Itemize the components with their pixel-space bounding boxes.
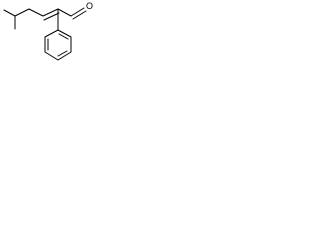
bond-methyl-1 bbox=[3, 9, 16, 17]
ring-double-bond-2 bbox=[57, 50, 68, 57]
bond-to-cho bbox=[57, 8, 72, 17]
ring-double-bond-1 bbox=[58, 33, 69, 40]
structure-canvas: O bbox=[0, 0, 109, 86]
bond-carbonyl-2 bbox=[72, 10, 87, 20]
bond-ch2-ch bbox=[28, 8, 44, 17]
bond-carbonyl-1 bbox=[70, 7, 85, 17]
oxygen-atom-label: O bbox=[86, 1, 93, 11]
bond-alkene-1 bbox=[42, 8, 59, 17]
bond-branch-ch2 bbox=[14, 8, 30, 17]
chemical-structure-diagram: O bbox=[3, 1, 93, 61]
bond-alkene-2 bbox=[43, 12, 60, 21]
benzene-ring bbox=[44, 29, 72, 61]
